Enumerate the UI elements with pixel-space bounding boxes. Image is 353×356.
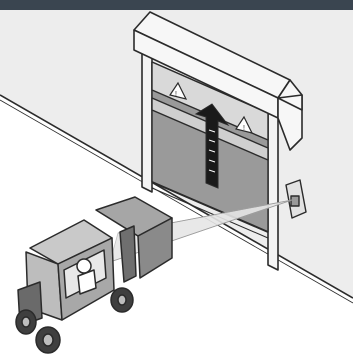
top-bar [0,0,353,10]
svg-text:!: ! [175,91,177,98]
forklift [16,197,172,353]
svg-text:!: ! [243,125,245,132]
